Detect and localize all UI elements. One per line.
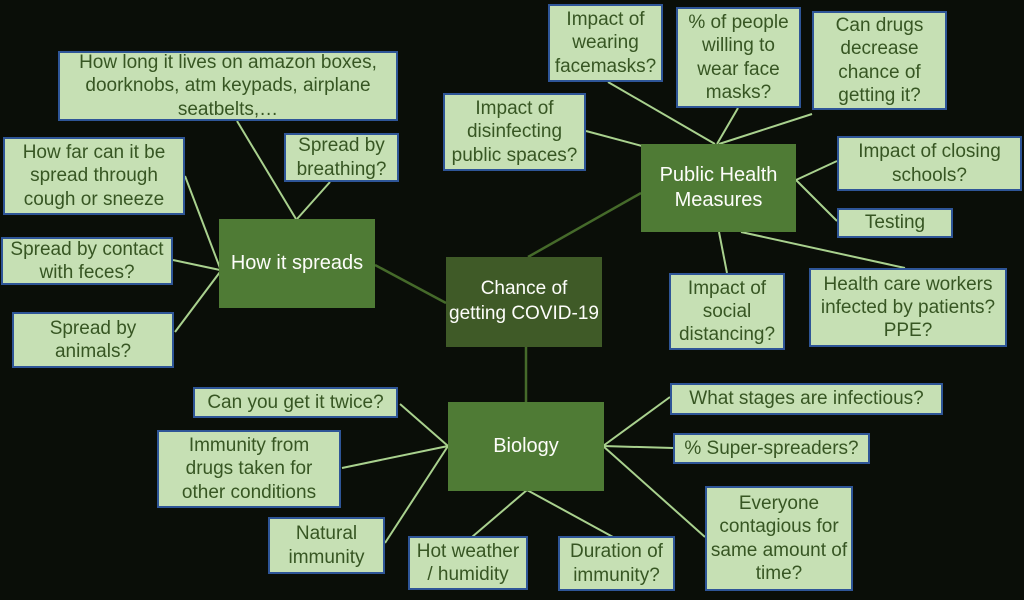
edge-willing-phm — [716, 107, 739, 145]
node-label: % Super-spreaders? — [684, 437, 859, 459]
edge-biology-stages — [602, 396, 671, 447]
edge-disinfect-phm — [585, 130, 643, 147]
node-spread-by-animals[interactable]: Spread by animals? — [12, 312, 174, 368]
edge-phm-testing — [795, 179, 838, 222]
edge-phm-hcw — [740, 231, 906, 269]
node-label: How long it lives on amazon boxes, doork… — [79, 52, 377, 120]
node-pct-willing-to-wear-masks[interactable]: % of people willing to wear face masks? — [676, 7, 801, 108]
node-duration-of-immunity[interactable]: Duration of immunity? — [558, 536, 675, 591]
node-impact-closing-schools[interactable]: Impact of closing schools? — [837, 136, 1022, 191]
node-spread-by-contact-with-feces[interactable]: Spread by contact with feces? — [1, 237, 173, 285]
edge-breathing-spreads — [296, 181, 331, 220]
edge-biology-superspreaders — [602, 445, 674, 449]
node-label: % of people willing to wear face masks? — [688, 12, 789, 103]
node-everyone-contagious-same-time[interactable]: Everyone contagious for same amount of t… — [705, 486, 853, 591]
node-impact-social-distancing[interactable]: Impact of social distancing? — [669, 273, 785, 350]
edge-natural-biology — [384, 445, 449, 544]
node-label: Impact of disinfecting public spaces? — [451, 98, 578, 166]
node-health-care-workers-ppe[interactable]: Health care workers infected by patients… — [809, 268, 1007, 347]
node-can-you-get-it-twice[interactable]: Can you get it twice? — [193, 387, 398, 418]
node-label: What stages are infectious? — [689, 388, 924, 410]
node-spread-by-breathing[interactable]: Spread by breathing? — [284, 133, 399, 182]
node-how-long-it-lives-on-surfaces[interactable]: How long it lives on amazon boxes, doork… — [58, 51, 398, 121]
node-label: Biology — [493, 435, 559, 457]
edge-cough-spreads — [184, 175, 221, 269]
node-label: Can you get it twice? — [207, 391, 384, 413]
node-label: How it spreads — [230, 252, 364, 274]
edge-animals-spreads — [174, 271, 221, 333]
node-public-health-measures[interactable]: Public Health Measures — [641, 144, 796, 232]
edge-spreads-center — [374, 263, 447, 305]
node-label: Spread by breathing? — [296, 135, 387, 180]
node-label: Can drugs decrease chance of getting it? — [835, 15, 924, 106]
node-testing[interactable]: Testing — [837, 208, 953, 238]
edge-duration-biology — [526, 489, 614, 538]
node-biology[interactable]: Biology — [448, 402, 604, 491]
edge-phm-schools — [795, 160, 838, 181]
node-what-stages-are-infectious[interactable]: What stages are infectious? — [670, 383, 943, 415]
edge-center-phm — [527, 191, 642, 259]
node-label: Public Health Measures — [659, 164, 778, 211]
node-label: Spread by contact with feces? — [10, 238, 164, 283]
node-pct-super-spreaders[interactable]: % Super-spreaders? — [673, 433, 870, 464]
node-label: Testing — [864, 212, 926, 234]
node-label: Spread by animals? — [49, 317, 137, 362]
edge-facemasks-phm — [607, 81, 716, 145]
node-chance-of-getting-covid19[interactable]: Chance of getting COVID-19 — [446, 257, 602, 347]
edge-candrugs-phm — [718, 113, 813, 145]
node-label: Chance of getting COVID-19 — [449, 278, 599, 324]
edge-amazon-spreads — [236, 120, 297, 220]
node-impact-disinfecting-public-spaces[interactable]: Impact of disinfecting public spaces? — [443, 93, 586, 171]
node-label: Duration of immunity? — [570, 541, 663, 586]
node-label: How far can it be spread through cough o… — [22, 142, 166, 210]
node-how-it-spreads[interactable]: How it spreads — [219, 219, 375, 308]
node-can-drugs-decrease-chance[interactable]: Can drugs decrease chance of getting it? — [812, 11, 947, 110]
node-how-far-cough-or-sneeze[interactable]: How far can it be spread through cough o… — [3, 137, 185, 215]
edge-weather-biology — [471, 489, 528, 538]
edge-immunitydrugs-biology — [341, 445, 449, 469]
edge-feces-spreads — [172, 259, 221, 271]
node-label: Impact of social distancing? — [678, 277, 776, 346]
edge-phm-social — [718, 231, 728, 274]
node-label: Natural immunity — [288, 523, 365, 568]
node-immunity-from-drugs[interactable]: Immunity from drugs taken for other cond… — [157, 430, 341, 508]
node-label: Impact of wearing facemasks? — [554, 9, 657, 77]
node-label: Everyone contagious for same amount of t… — [710, 493, 848, 584]
node-label: Impact of closing schools? — [858, 141, 1001, 186]
node-impact-of-wearing-facemasks[interactable]: Impact of wearing facemasks? — [548, 4, 663, 82]
node-hot-weather-humidity[interactable]: Hot weather / humidity — [408, 536, 528, 590]
node-label: Health care workers infected by patients… — [820, 273, 996, 342]
node-label: Immunity from drugs taken for other cond… — [181, 435, 317, 503]
edge-biology-contagious — [602, 445, 706, 538]
node-natural-immunity[interactable]: Natural immunity — [268, 517, 385, 574]
edge-twice-biology — [399, 403, 449, 447]
node-label: Hot weather / humidity — [416, 540, 520, 585]
